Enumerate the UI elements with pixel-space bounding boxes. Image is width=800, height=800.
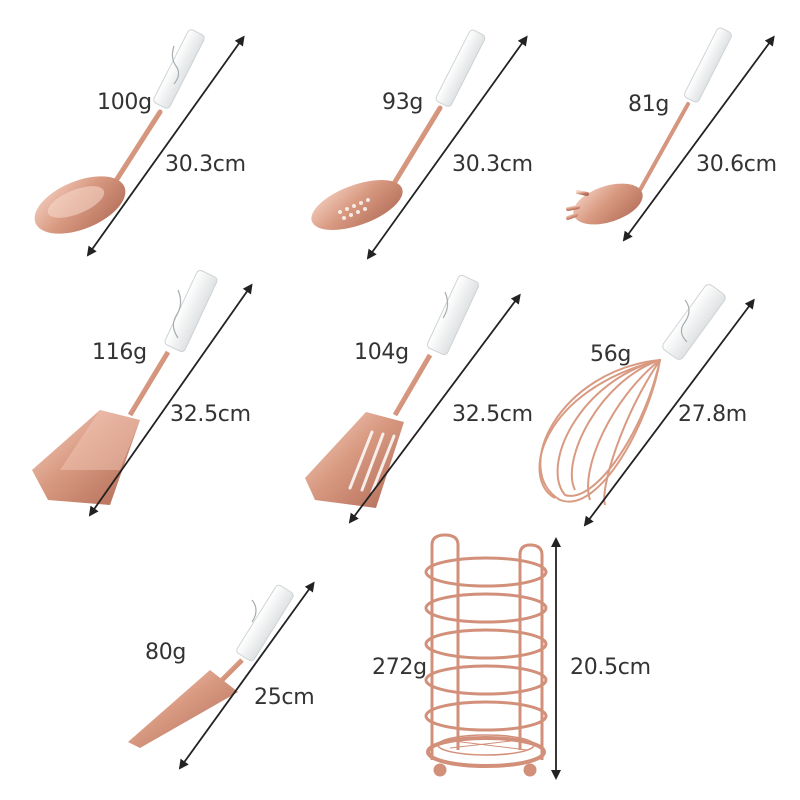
length-arrow-3: [622, 35, 775, 242]
weight-label-1: 100g: [97, 90, 152, 115]
length-arrow-7: [178, 581, 315, 770]
slotted-turner: [305, 274, 480, 508]
weight-label-5: 104g: [354, 340, 409, 365]
length-label-6: 27.8m: [678, 402, 747, 427]
length-arrow-2: [366, 35, 528, 260]
length-label-8: 20.5cm: [570, 655, 651, 680]
length-label-7: 25cm: [254, 685, 315, 710]
solid-spoon: [34, 29, 205, 234]
length-arrow-1: [86, 35, 245, 257]
weight-label-8: 272g: [372, 655, 427, 680]
length-label-3: 30.6cm: [696, 152, 777, 177]
length-arrow-4: [88, 283, 253, 517]
slotted-spoon: [311, 29, 486, 230]
weight-label-6: 56g: [590, 342, 632, 367]
weight-label-2: 93g: [382, 90, 424, 115]
pasta-server: [566, 27, 732, 225]
length-label-4: 32.5cm: [170, 402, 251, 427]
weight-label-3: 81g: [628, 92, 670, 117]
whisk: [538, 284, 726, 506]
length-arrow-5: [348, 293, 521, 524]
length-arrow-6: [583, 298, 755, 527]
length-label-5: 32.5cm: [452, 402, 533, 427]
utensil-holder: [424, 533, 548, 777]
length-label-1: 30.3cm: [165, 152, 246, 177]
weight-label-7: 80g: [145, 640, 187, 665]
length-label-2: 30.3cm: [452, 152, 533, 177]
weight-label-4: 116g: [92, 340, 147, 365]
solid-turner: [32, 270, 218, 505]
